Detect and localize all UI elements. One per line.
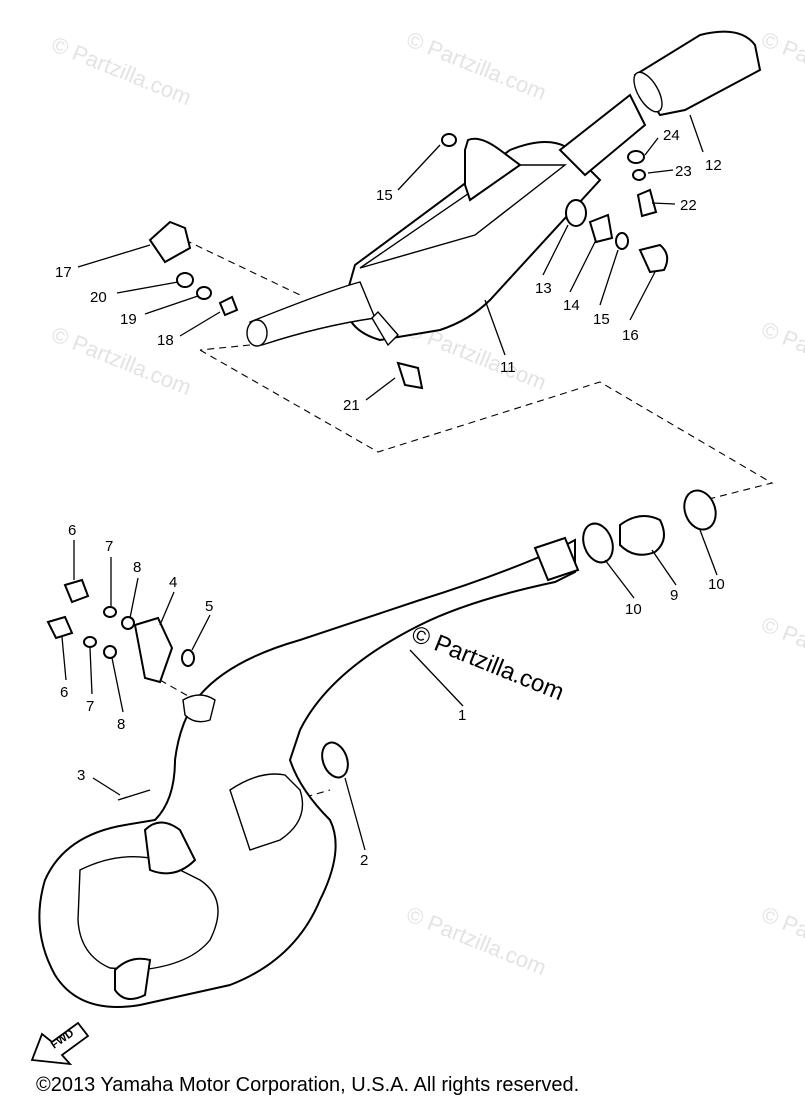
bracket-4 bbox=[133, 616, 174, 684]
callout-10-left: 10 bbox=[625, 601, 642, 618]
washer-23 bbox=[632, 169, 646, 181]
silencer bbox=[246, 30, 762, 347]
bolt-22 bbox=[636, 188, 658, 218]
nut-5 bbox=[181, 649, 195, 667]
callout-8-bottom: 8 bbox=[117, 716, 125, 733]
callout-6-bottom: 6 bbox=[60, 684, 68, 701]
copyright-notice: ©2013 Yamaha Motor Corporation, U.S.A. A… bbox=[36, 1074, 580, 1096]
center-watermark: © Partzilla.com bbox=[408, 621, 568, 707]
bolt-6-bottom bbox=[46, 615, 74, 640]
header-pipe bbox=[38, 536, 580, 1008]
callout-21: 21 bbox=[343, 397, 360, 414]
callout-18: 18 bbox=[157, 332, 174, 349]
watermark: © Partzilla.com bbox=[403, 26, 550, 105]
joint-9 bbox=[619, 515, 665, 556]
callout-5: 5 bbox=[205, 598, 213, 615]
grommet-13 bbox=[565, 199, 587, 227]
callout-19: 19 bbox=[120, 311, 137, 328]
washer-15-top bbox=[441, 133, 457, 147]
callout-15-top: 15 bbox=[376, 187, 393, 204]
fwd-arrow-icon: FWD bbox=[30, 1021, 90, 1066]
callout-3: 3 bbox=[77, 767, 85, 784]
callout-17: 17 bbox=[55, 264, 72, 281]
collar-14 bbox=[588, 213, 614, 244]
callout-7-bottom: 7 bbox=[86, 698, 94, 715]
washer-8-top bbox=[121, 616, 135, 630]
callout-20: 20 bbox=[90, 289, 107, 306]
bracket-17 bbox=[148, 220, 192, 264]
leader-lines bbox=[61, 114, 718, 851]
callout-1: 1 bbox=[458, 707, 466, 724]
washer-7-bottom bbox=[83, 636, 97, 648]
watermark: © Partzilla.com bbox=[758, 26, 805, 105]
nut-20 bbox=[176, 272, 194, 288]
callout-numbers: 17 20 19 18 15 21 11 12 13 14 15 16 24 2… bbox=[55, 127, 725, 869]
watermark: © Partzilla.com bbox=[403, 901, 550, 980]
bolt-6-top bbox=[63, 578, 90, 604]
washer-19 bbox=[196, 286, 212, 300]
bolt-18 bbox=[218, 295, 239, 317]
callout-8-top: 8 bbox=[133, 559, 141, 576]
bolt-21 bbox=[396, 361, 424, 390]
callout-13: 13 bbox=[535, 280, 552, 297]
washer-7-top bbox=[103, 606, 117, 618]
callout-14: 14 bbox=[563, 297, 580, 314]
callout-24: 24 bbox=[663, 127, 680, 144]
callout-22: 22 bbox=[680, 197, 697, 214]
watermark: © Partzilla.com bbox=[48, 31, 195, 110]
callout-15-right: 15 bbox=[593, 311, 610, 328]
callout-7-top: 7 bbox=[105, 538, 113, 555]
washer-24 bbox=[627, 150, 645, 164]
spring-3 bbox=[117, 789, 151, 801]
gasket-2 bbox=[321, 741, 349, 779]
clamp-10-left bbox=[582, 522, 614, 564]
callout-16: 16 bbox=[622, 327, 639, 344]
watermark: © Partzilla.com bbox=[758, 611, 805, 690]
watermark: © Partzilla.com bbox=[758, 316, 805, 395]
clamp-10-right bbox=[683, 489, 717, 531]
callout-10-right: 10 bbox=[708, 576, 725, 593]
watermark: © Partzilla.com bbox=[758, 901, 805, 980]
callout-9: 9 bbox=[670, 587, 678, 604]
callout-6-top: 6 bbox=[68, 522, 76, 539]
callout-12: 12 bbox=[705, 157, 722, 174]
washer-8-bottom bbox=[103, 645, 117, 659]
callout-23: 23 bbox=[675, 163, 692, 180]
small-parts bbox=[46, 133, 717, 801]
callout-4: 4 bbox=[169, 574, 177, 591]
bolt-16 bbox=[638, 243, 669, 274]
washer-15-right bbox=[615, 232, 629, 250]
callout-11: 11 bbox=[500, 359, 516, 376]
callout-2: 2 bbox=[360, 852, 368, 869]
